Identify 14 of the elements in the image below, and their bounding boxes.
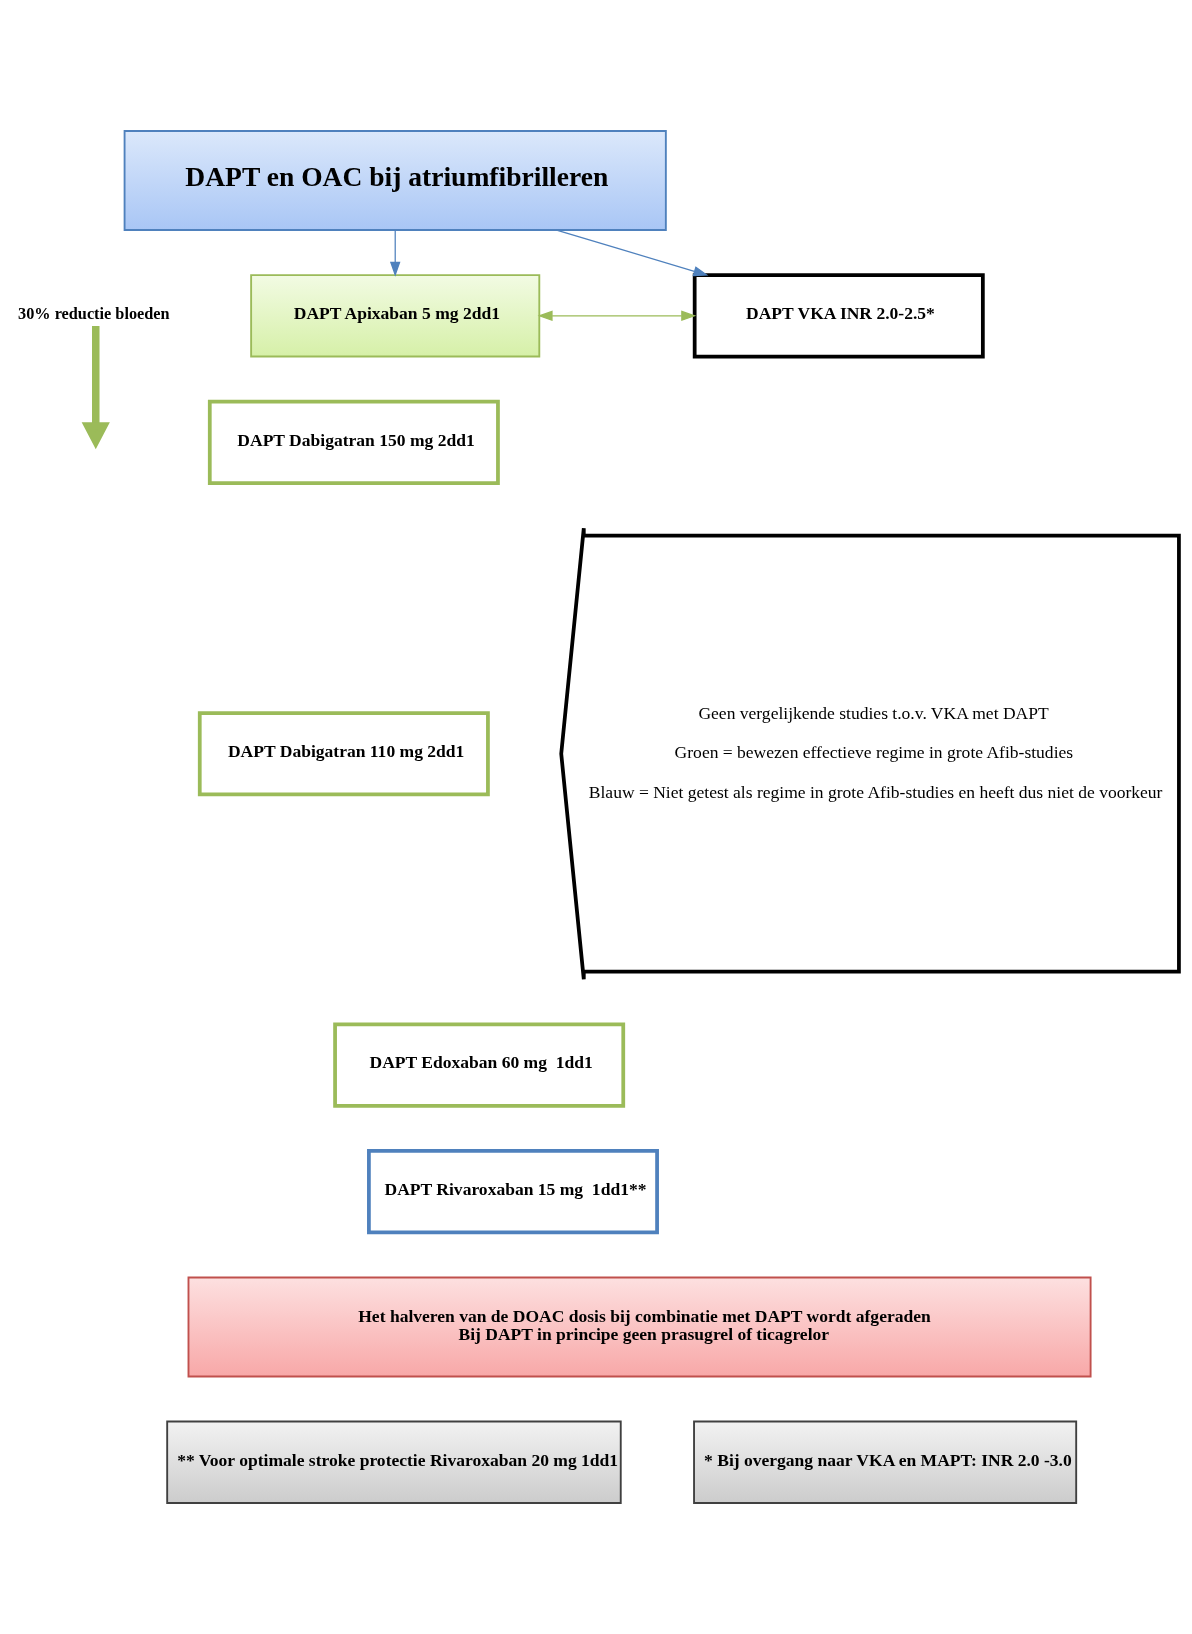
node-box: DAPT en OAC bij atriumfibrilleren <box>123 130 667 231</box>
node-box: DAPT Dabigatran 150 mg 2dd1 <box>207 399 500 485</box>
arrow <box>555 229 709 277</box>
arrow <box>537 310 697 322</box>
node-box: ** Voor optimale stroke protectie Rivaroxaban 20 mg 1dd1 <box>166 1420 622 1504</box>
node-text: 30% reductie bloeden <box>18 303 170 323</box>
node-box: DAPT VKA INR 2.0-2.5* <box>692 273 985 359</box>
node-box: DAPT Dabigatran 110 mg 2dd1 <box>197 711 490 797</box>
node-box: DAPT Edoxaban 60 mg 1dd1 <box>333 1022 626 1108</box>
node-box: * Bij overgang naar VKA en MAPT: INR 2.0 -3.0 <box>693 1420 1078 1504</box>
node-box: DAPT Rivaroxaban 15 mg 1dd1** <box>367 1149 659 1235</box>
node-box: Het halveren van de DOAC dosis bij combinatie met DAPT wordt afgeraden Bij DAPT in principe geen prasugrel of ticagrelor <box>187 1276 1092 1378</box>
arrow <box>389 229 401 277</box>
node-box: DAPT Apixaban 5 mg 2dd1 <box>250 274 541 358</box>
